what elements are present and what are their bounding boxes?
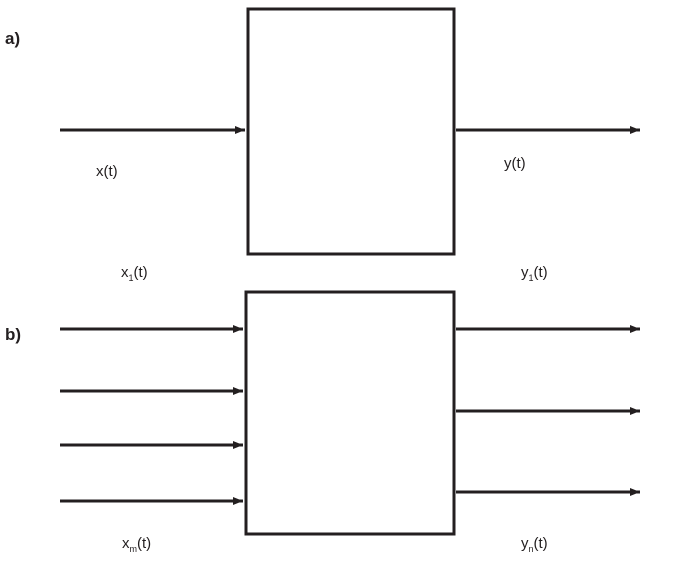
first-output-arg: (t) [533,264,548,281]
first-input-label: x1(t) [121,264,148,283]
last-input-var: x [122,535,130,552]
last-output-arg: (t) [533,535,548,552]
first-output-var: y [521,264,529,281]
last-output-index: n [528,544,534,554]
system-block-b [244,290,456,536]
panel-a-label: a) [5,29,21,48]
input-signal-label: x(t) [96,163,118,180]
first-input-index: 1 [128,273,134,283]
output-signal-label: y(t) [504,155,526,172]
first-input-arg: (t) [133,264,148,281]
panel-b-label: b) [5,325,22,344]
last-output-var: y [521,535,529,552]
last-output-label: yn(t) [521,535,548,554]
system-block-a [246,7,456,256]
first-input-var: x [121,264,129,281]
last-input-index: m [129,544,138,554]
first-output-label: y1(t) [521,264,548,283]
first-output-index: 1 [528,273,534,283]
last-input-arg: (t) [137,535,152,552]
last-input-label: xm(t) [122,535,152,554]
